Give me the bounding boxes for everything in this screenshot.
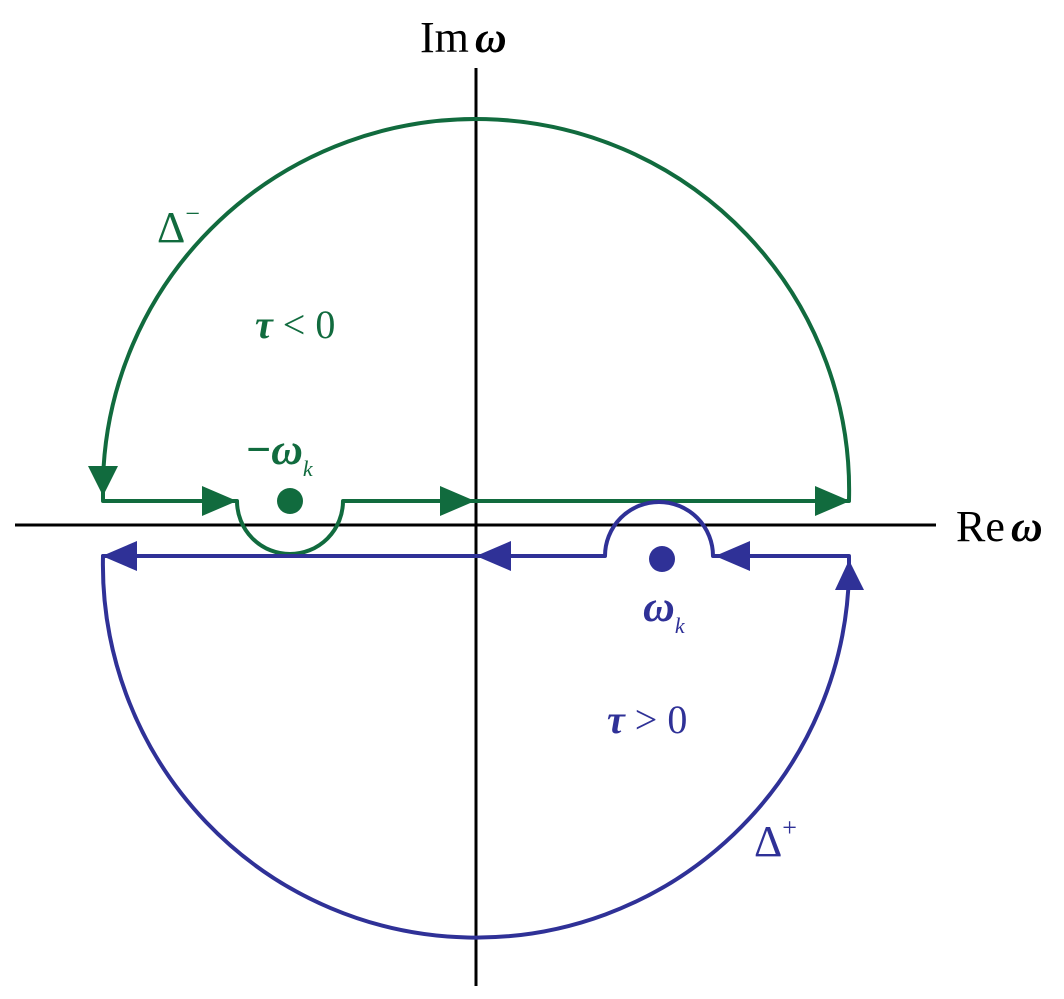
lower-arrowhead-left-1 — [715, 541, 750, 571]
lower-arrowhead-left-2 — [476, 541, 511, 571]
tau-positive-label: τ> 0 — [607, 697, 687, 742]
upper-contour — [88, 116, 852, 556]
delta-plus-label: Δ+ — [754, 813, 797, 866]
lower-contour-line — [101, 500, 851, 575]
lower-arrowhead-up — [835, 560, 864, 590]
upper-arrowhead-left-down — [88, 466, 118, 496]
lower-pole-dot — [649, 546, 675, 572]
upper-arrowhead-right-1 — [202, 486, 237, 516]
upper-contour-line — [101, 478, 851, 556]
upper-contour-arc — [101, 116, 852, 502]
omega-k-label: ωk⃗ — [643, 582, 702, 638]
upper-arrowhead-right-3 — [815, 486, 850, 516]
lower-arrowhead-left-3 — [102, 541, 137, 571]
minus-omega-k-label: −ωk⃗ — [246, 425, 330, 481]
lower-contour — [100, 500, 864, 940]
upper-arrowhead-right-2 — [440, 486, 475, 516]
delta-minus-label: Δ− — [157, 199, 200, 252]
upper-pole-dot — [277, 488, 303, 514]
lower-contour-arc — [100, 554, 851, 940]
tau-negative-label: τ< 0 — [255, 302, 335, 347]
